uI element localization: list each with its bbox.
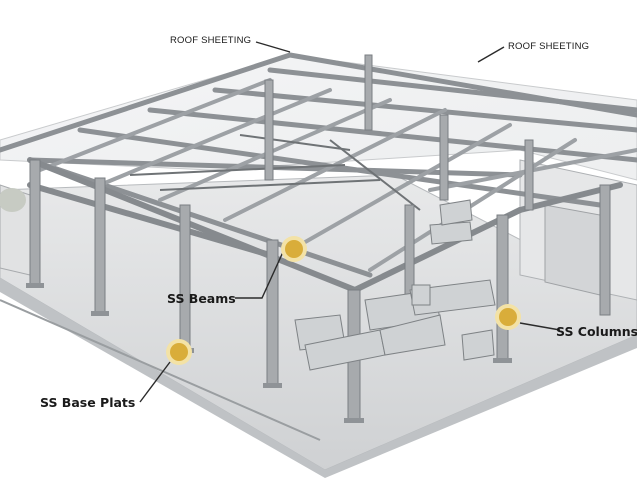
ss-beams-label: SS Beams bbox=[167, 291, 236, 306]
front-beams bbox=[27, 157, 623, 293]
column-marker bbox=[495, 304, 521, 330]
floor-drain bbox=[0, 299, 321, 441]
leader-lines bbox=[139, 41, 561, 403]
columns bbox=[29, 54, 611, 421]
side-room-door bbox=[544, 204, 601, 296]
shrub bbox=[0, 188, 26, 212]
roof-sheeting-label-left: ROOF SHEETING bbox=[170, 35, 252, 46]
beam-marker bbox=[281, 236, 307, 262]
roof-sheeting-label-right: ROOF SHEETING bbox=[508, 41, 590, 52]
base-plate-marker bbox=[166, 339, 192, 365]
ss-base-plats-label: SS Base Plats bbox=[40, 395, 136, 410]
overhead-rails bbox=[129, 134, 421, 211]
ss-columns-label: SS Columns bbox=[556, 324, 637, 339]
kitchen-equipment bbox=[294, 199, 496, 371]
